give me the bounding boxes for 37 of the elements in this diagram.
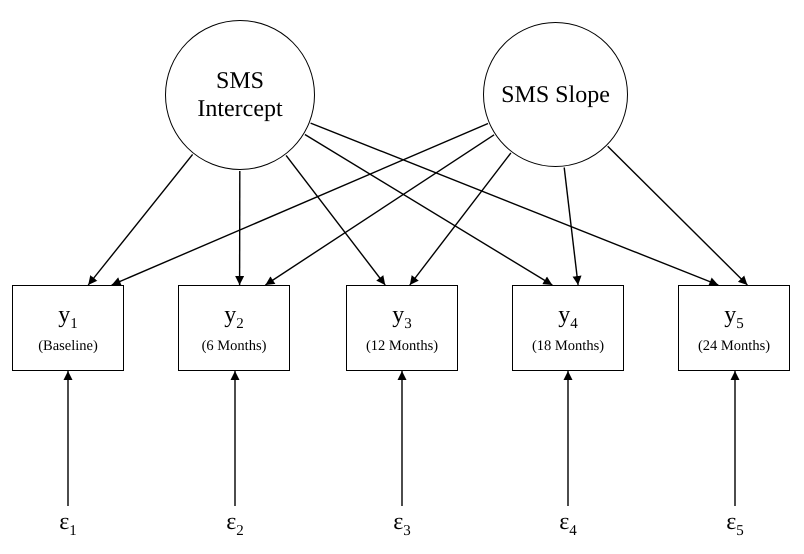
arrow xyxy=(730,371,740,506)
observed-variable-box xyxy=(346,285,458,371)
arrow xyxy=(409,152,512,286)
arrow xyxy=(607,146,748,286)
arrow xyxy=(111,122,488,286)
variable-label: y$_{4}$ xyxy=(558,300,578,334)
arrow xyxy=(265,134,494,286)
arrow xyxy=(230,371,240,506)
arrow xyxy=(286,154,386,286)
arrow xyxy=(398,371,406,506)
error-term-label: ε$_{2}$ xyxy=(217,508,253,538)
error-term-label: ε$_{3}$ xyxy=(384,508,420,538)
arrow xyxy=(310,122,719,286)
arrow xyxy=(564,167,582,286)
arrow xyxy=(564,371,572,506)
arrow xyxy=(304,134,553,286)
error-term-label: ε$_{4}$ xyxy=(550,508,586,538)
variable-label: y$_{2}$ xyxy=(224,300,244,334)
error-term-label: ε$_{1}$ xyxy=(50,508,86,538)
observed-variable-box xyxy=(178,285,290,371)
factor-label: SMS Slope xyxy=(500,80,610,108)
error-term-label: ε$_{5}$ xyxy=(717,508,753,538)
time-label: (12 Months) xyxy=(366,337,438,356)
variable-label: y$_{1}$ xyxy=(58,300,78,334)
time-label: (18 Months) xyxy=(532,337,604,356)
variable-label: y$_{5}$ xyxy=(724,300,744,334)
time-label: (Baseline) xyxy=(38,337,98,356)
time-label: (24 Months) xyxy=(698,337,770,356)
time-label: (6 Months) xyxy=(202,337,266,356)
factor-label: SMS Intercept xyxy=(196,67,284,123)
variable-label: y$_{3}$ xyxy=(392,300,412,334)
arrow xyxy=(64,371,72,506)
observed-variable-box xyxy=(512,285,624,371)
observed-variable-box xyxy=(678,285,790,371)
arrow xyxy=(88,154,194,286)
arrow xyxy=(235,171,244,285)
observed-variable-box xyxy=(12,285,124,371)
